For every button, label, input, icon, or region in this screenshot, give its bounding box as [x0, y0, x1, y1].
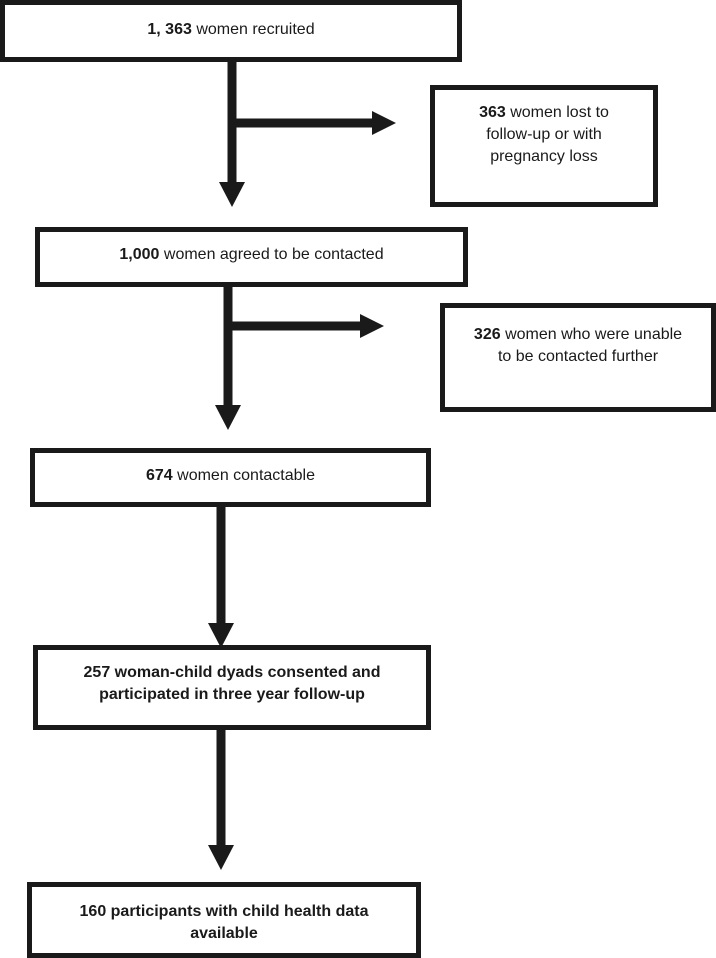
node-contactable: 674 women contactable — [30, 448, 431, 507]
edge-contactable-to-dyads — [208, 507, 234, 648]
node-text-line: available — [190, 925, 258, 942]
node-text-line: 160 participants with child health data — [79, 903, 369, 920]
edge-recruited-to-agreed — [219, 62, 245, 207]
node-text-line: 1,000 women agreed to be contacted — [119, 246, 384, 263]
node-text-line: 1, 363 women recruited — [147, 21, 315, 38]
node-text-line: to be contacted further — [497, 348, 659, 365]
edge-agreed-to-unable — [228, 314, 384, 338]
node-agreed: 1,000 women agreed to be contacted — [35, 227, 468, 287]
node-recruited: 1, 363 women recruited — [0, 0, 462, 62]
node-dyads: 257 woman-child dyads consented and part… — [33, 645, 431, 730]
node-text-line: 363 women lost to — [479, 104, 609, 121]
node-text-line: follow-up or with — [486, 126, 602, 143]
node-unable: 326 women who were unable to be contacte… — [440, 303, 716, 412]
node-text-line: 674 women contactable — [145, 467, 315, 484]
edge-recruited-to-lost — [232, 111, 396, 135]
node-text-line: pregnancy loss — [490, 148, 598, 165]
node-health: 160 participants with child health data … — [27, 882, 421, 958]
node-text-line: participated in three year follow-up — [99, 686, 365, 703]
node-lost: 363 women lost to follow-up or with preg… — [430, 85, 658, 207]
edge-dyads-to-health — [208, 730, 234, 870]
edge-agreed-to-contactable — [215, 287, 241, 430]
node-text-line: 326 women who were unable — [473, 326, 683, 343]
node-text-line: 257 woman-child dyads consented and — [83, 664, 381, 681]
